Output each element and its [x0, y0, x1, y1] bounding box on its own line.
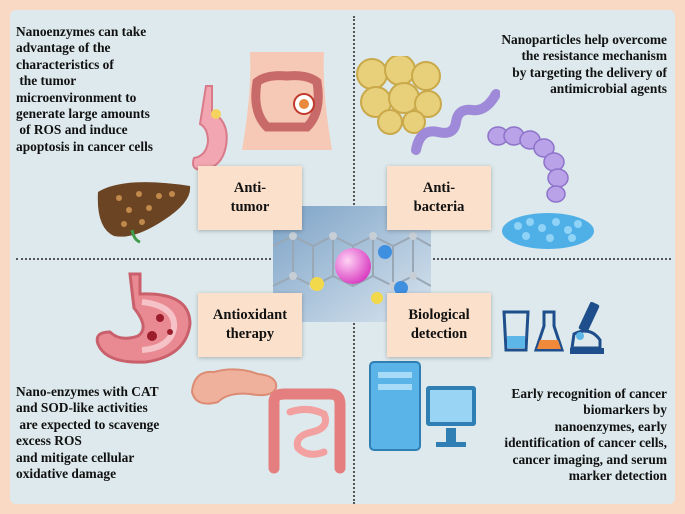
text-line: and mitigate cellular	[16, 449, 135, 465]
text-line: of ROS and induce	[16, 122, 128, 138]
anti-bacteria-description: Nanoparticles help overcome the resistan…	[501, 32, 667, 98]
anti-tumor-description: Nanoenzymes can take advantage of the ch…	[16, 24, 153, 155]
stomach-icon	[192, 85, 228, 172]
text-line: biomarkers by	[583, 402, 667, 418]
label-line: Antioxidant	[212, 307, 288, 323]
flask-icon	[534, 310, 564, 352]
text-line: the tumor	[16, 73, 77, 89]
anti-bacteria-label: Anti- bacteria	[387, 166, 491, 230]
text-line: Nanoparticles help overcome	[501, 32, 667, 47]
text-line: identification of cancer cells,	[504, 435, 667, 451]
beaker-icon	[502, 310, 530, 352]
text-line: generate large amounts	[16, 106, 150, 122]
liver-icon	[97, 182, 191, 244]
label-line: Anti-	[422, 180, 456, 196]
colon-icon	[242, 52, 332, 150]
text-line: Nanoenzymes can take	[16, 24, 147, 39]
text-line: excess ROS	[16, 433, 82, 449]
rod-bacteria-icon	[502, 213, 594, 249]
spiral-bacteria-icon	[411, 89, 500, 155]
biological-detection-label: Biological detection	[387, 293, 491, 357]
text-line: Nano-enzymes with CAT	[16, 384, 159, 399]
bacteria-cluster-icon	[356, 56, 442, 135]
antioxidant-therapy-label: Antioxidant therapy	[198, 293, 302, 357]
label-line: Anti-	[233, 180, 267, 196]
text-line: antimicrobial agents	[550, 81, 667, 97]
text-line: cancer imaging, and serum	[512, 451, 667, 467]
text-line: the resistance mechanism	[521, 48, 667, 64]
antioxidant-description: Nano-enzymes with CAT and SOD-like activ…	[16, 384, 159, 482]
pancreas-icon	[190, 368, 278, 405]
text-line: oxidative damage	[16, 466, 117, 482]
text-line: marker detection	[568, 468, 667, 484]
label-line: therapy	[225, 326, 275, 342]
label-line: bacteria	[413, 199, 465, 215]
microscope-icon	[570, 301, 604, 354]
label-line: Biological	[408, 307, 470, 323]
text-line: nanoenzymes, early	[554, 418, 667, 434]
anti-tumor-label: Anti- tumor	[198, 166, 302, 230]
text-line: are expected to scavenge	[16, 416, 160, 432]
chain-bacteria-icon	[487, 126, 569, 203]
intestine-icon	[268, 388, 346, 474]
biological-detection-description: Early recognition of cancer biomarkers b…	[504, 386, 667, 484]
label-line: detection	[410, 326, 468, 342]
text-line: Early recognition of cancer	[511, 386, 667, 401]
diagram-panel: Nanoenzymes can take advantage of the ch…	[10, 10, 675, 504]
computer-tower-icon	[369, 361, 476, 451]
text-line: by targeting the delivery of	[512, 64, 667, 80]
text-line: apoptosis in cancer cells	[16, 138, 154, 154]
ulcerated-stomach-icon	[95, 272, 192, 364]
text-line: and SOD-like activities	[16, 400, 148, 416]
text-line: characteristics of	[16, 56, 114, 72]
label-line: tumor	[230, 199, 270, 215]
text-line: microenvironment to	[16, 89, 137, 105]
text-line: advantage of the	[16, 40, 111, 56]
